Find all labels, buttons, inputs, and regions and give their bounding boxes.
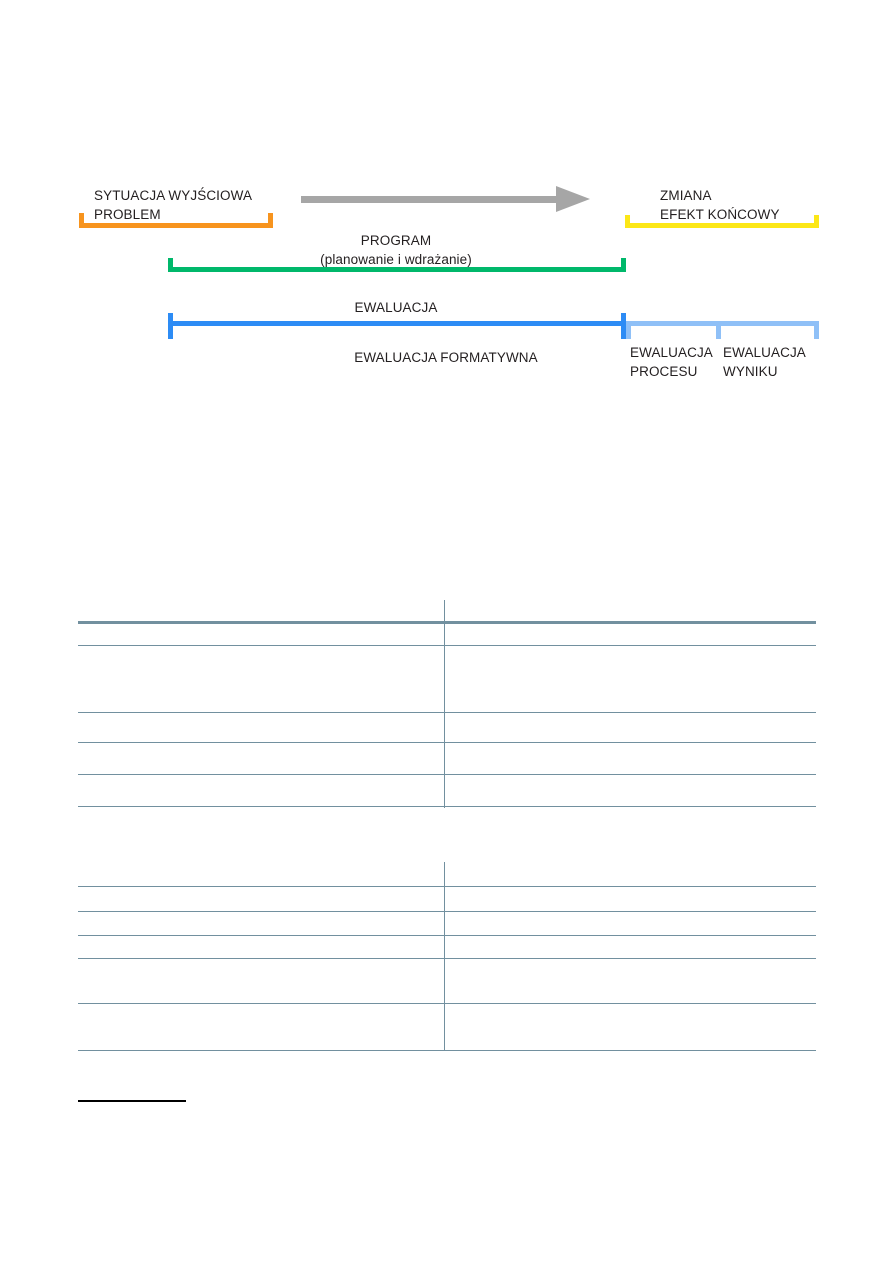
process-evaluation-start-tick: [626, 321, 631, 339]
evaluation-bar-end-tick: [814, 321, 819, 339]
start-state-bracket: [79, 213, 273, 228]
table-row-rule: [78, 774, 816, 775]
transition-arrow-shaft: [301, 196, 557, 203]
transition-arrow-head: [556, 186, 590, 212]
end-state-bracket: [625, 215, 819, 228]
start-state-label: SYTUACJA WYJŚCIOWA PROBLEM: [94, 188, 253, 222]
evaluation-bar-light-segment: [626, 321, 819, 326]
evaluation-bar-start-tick: [168, 313, 173, 339]
table-row-rule: [78, 712, 816, 713]
evaluation-bar: [168, 321, 626, 326]
outcome-evaluation-start-tick: [716, 321, 721, 339]
table-row-rule: [78, 1003, 816, 1004]
formative-evaluation-label: EWALUACJA FORMATYWNA: [354, 350, 538, 365]
data-table-upper: [78, 600, 816, 808]
outcome-evaluation-label: EWALUACJA WYNIKU: [723, 345, 806, 379]
table-row-rule: [78, 886, 816, 887]
table-row-rule: [78, 911, 816, 912]
process-evaluation-label: EWALUACJA PROCESU: [630, 345, 713, 379]
table-row-rule: [78, 645, 816, 646]
program-bracket: [168, 258, 626, 272]
end-state-label: ZMIANA EFEKT KOŃCOWY: [660, 188, 780, 222]
table-column-divider: [444, 862, 445, 1051]
table-row-rule: [78, 935, 816, 936]
data-table-lower: [78, 862, 816, 1051]
table-row-rule: [78, 958, 816, 959]
table-column-divider: [444, 600, 445, 808]
program-label: PROGRAM (planowanie i wdrażanie): [320, 233, 472, 267]
table-row-rule: [78, 1050, 816, 1051]
table-row-rule: [78, 806, 816, 807]
evaluation-label: EWALUACJA: [354, 300, 438, 315]
table-row-rule: [78, 742, 816, 743]
table-header-rule: [78, 621, 816, 624]
evaluation-timeline-diagram: SYTUACJA WYJŚCIOWA PROBLEM ZMIANA EFEKT …: [0, 0, 893, 420]
evaluation-bar-mid-tick: [621, 313, 626, 339]
footnote-separator: [78, 1100, 186, 1102]
